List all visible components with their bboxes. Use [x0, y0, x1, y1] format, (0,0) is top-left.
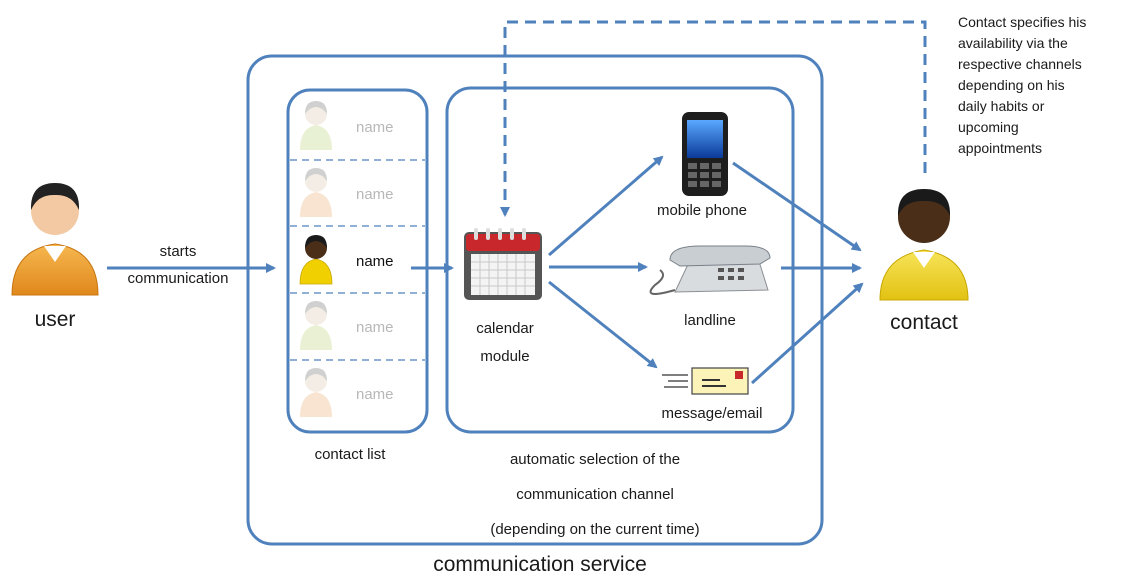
starts-communication-label: starts communication — [108, 243, 248, 288]
selection-line-3: (depending on the current time) — [490, 521, 700, 538]
channel-selection-box — [445, 86, 795, 434]
contact-name-3[interactable]: name — [356, 253, 394, 270]
calendar-module-label: calendar module — [450, 315, 560, 371]
note-line-4: depending on his — [958, 77, 1065, 93]
calendar-text: calendar — [476, 320, 534, 337]
availability-note: Contact specifies his availability via t… — [958, 12, 1133, 159]
contact-name-1[interactable]: name — [356, 119, 394, 136]
contact-avatar-icon-1 — [300, 101, 332, 150]
communication-text: communication — [127, 270, 229, 287]
mobile-phone-icon — [682, 112, 728, 196]
contact-label: contact — [890, 311, 958, 334]
landline-phone-icon — [649, 245, 771, 295]
contact-list-box — [286, 88, 429, 434]
flow-arrows — [107, 155, 864, 385]
note-line-6: upcoming — [958, 119, 1019, 135]
contact-person-icon — [879, 189, 969, 301]
contact-avatar-icon-5 — [300, 368, 332, 417]
message-email-label: message/email — [661, 405, 763, 422]
contact-list-label: contact list — [314, 446, 386, 463]
note-line-7: appointments — [958, 140, 1043, 156]
communication-service-label: communication service — [433, 553, 647, 576]
module-text: module — [480, 348, 530, 365]
contact-name-5[interactable]: name — [356, 386, 394, 403]
contact-name-4[interactable]: name — [356, 319, 394, 336]
calendar-icon — [464, 228, 542, 300]
starts-text: starts — [159, 243, 197, 260]
contact-avatar-icon-4 — [300, 301, 332, 350]
selection-caption: automatic selection of the communication… — [455, 442, 735, 547]
contact-list-dividers — [290, 159, 425, 361]
contact-name-2[interactable]: name — [356, 186, 394, 203]
note-line-2: availability via the — [958, 35, 1068, 51]
landline-label: landline — [684, 312, 736, 329]
note-line-3: respective channels — [958, 56, 1082, 72]
availability-dashed-arrow — [500, 20, 927, 217]
contact-avatar-icon-2 — [300, 168, 332, 217]
note-line-1: Contact specifies his — [958, 14, 1087, 30]
selection-line-1: automatic selection of the — [509, 451, 681, 468]
mobile-phone-label: mobile phone — [656, 202, 748, 219]
selection-line-2: communication channel — [516, 486, 674, 503]
contact-avatar-icon-3 — [299, 235, 333, 285]
note-line-5: daily habits or — [958, 98, 1045, 114]
user-label: user — [34, 308, 76, 331]
communication-service-box — [246, 54, 824, 546]
user-person-icon — [11, 183, 99, 296]
envelope-icon — [662, 367, 749, 395]
